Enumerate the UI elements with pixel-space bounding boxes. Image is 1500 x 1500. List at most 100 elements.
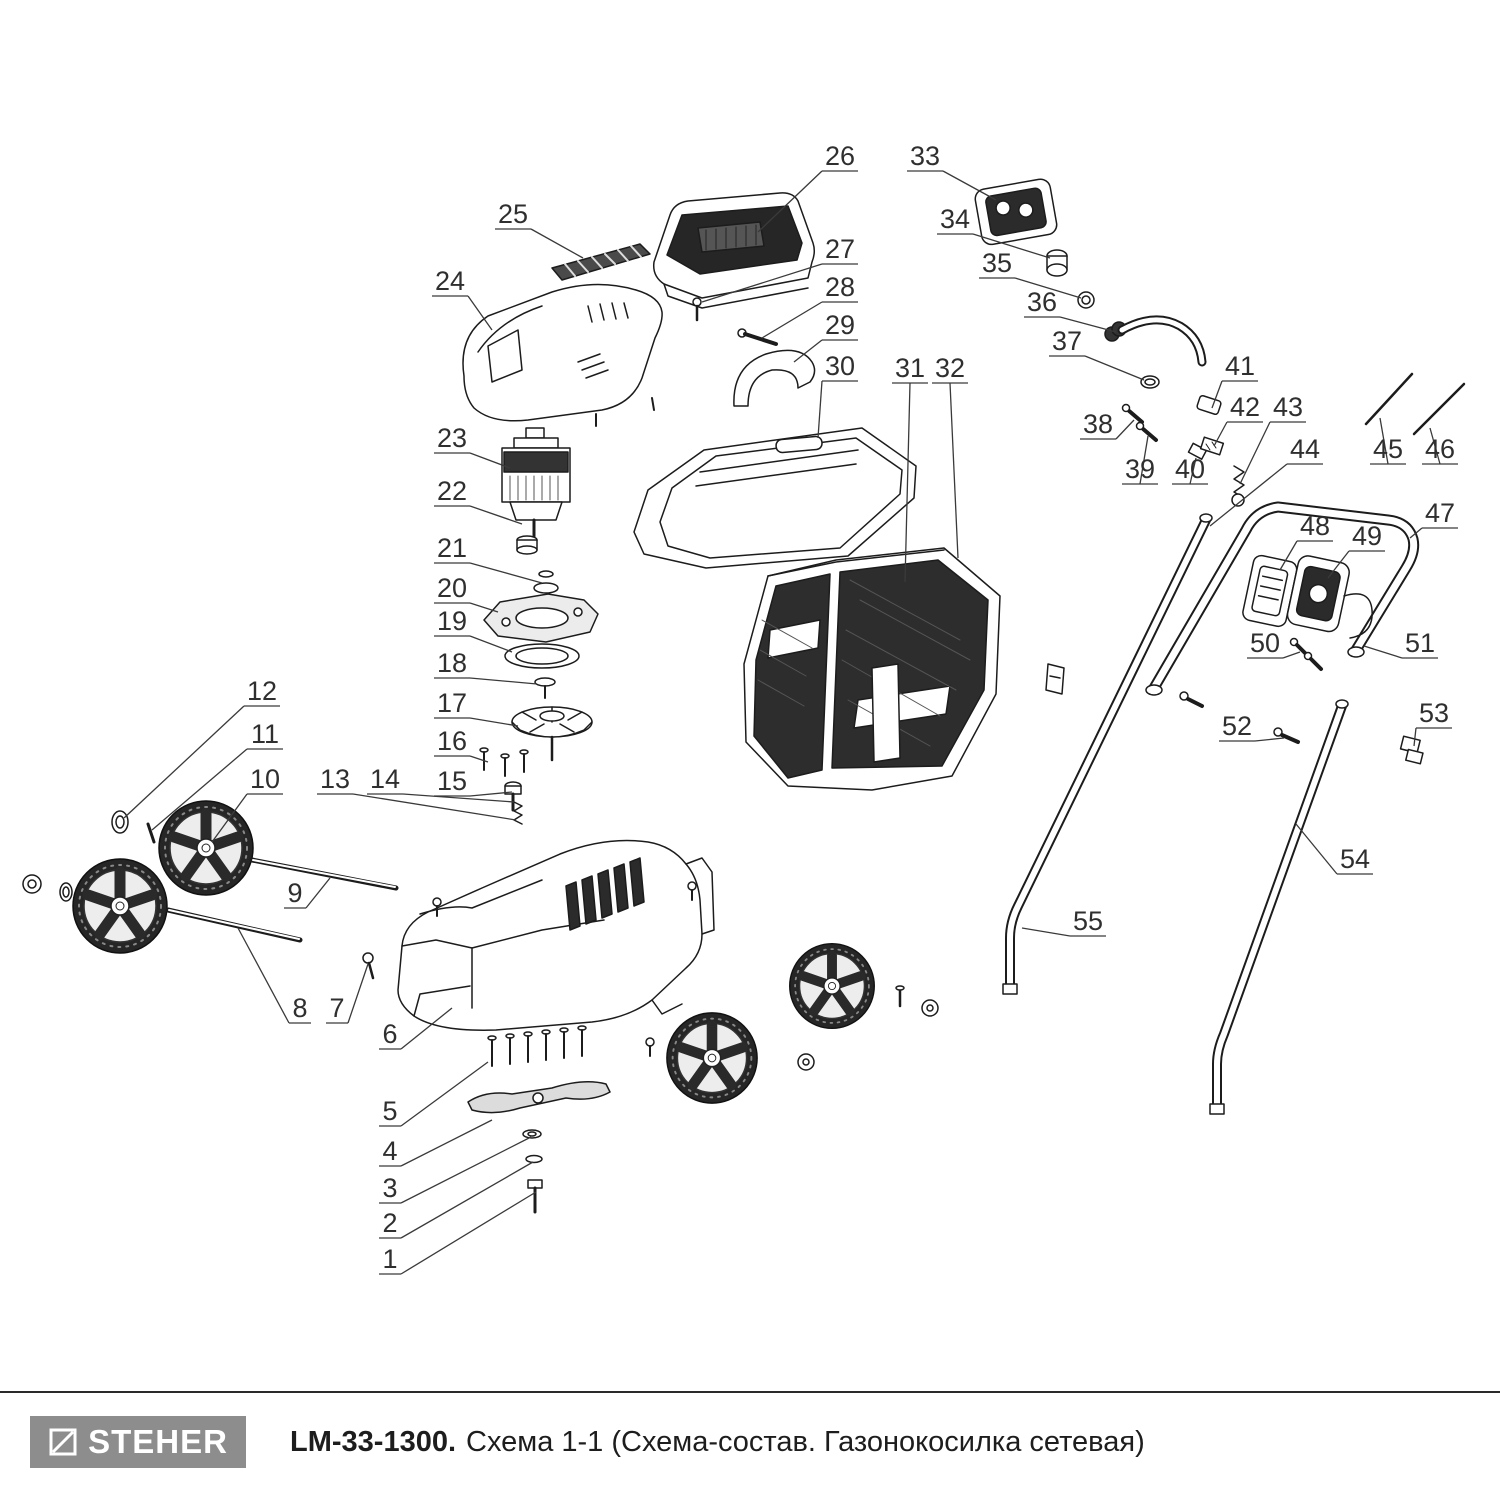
svg-text:21: 21 (437, 533, 467, 563)
svg-text:20: 20 (437, 573, 467, 603)
lower-handle-left-part-44-55 (1002, 513, 1213, 995)
svg-text:41: 41 (1225, 351, 1255, 381)
motor-cover-part (462, 283, 663, 427)
svg-text:48: 48 (1300, 511, 1330, 541)
grass-box-part (743, 547, 1001, 791)
carry-handle-part-29 (733, 349, 816, 407)
motor-part (501, 427, 571, 521)
svg-text:6: 6 (382, 1019, 397, 1049)
part-label-6: 6 (379, 1007, 453, 1050)
svg-text:19: 19 (437, 606, 467, 636)
switch-housing-part-49 (1286, 555, 1350, 633)
part-label-15: 15 (434, 766, 513, 797)
part-label-5: 5 (379, 1061, 489, 1127)
svg-text:40: 40 (1175, 454, 1205, 484)
cable-hook-part-36 (1104, 315, 1207, 367)
part-label-38: 38 (1080, 409, 1135, 440)
steher-logo: STEHER (30, 1416, 246, 1468)
svg-text:9: 9 (287, 878, 302, 908)
part-label-25: 25 (495, 199, 584, 259)
part-label-1: 1 (379, 1191, 537, 1275)
rear-flap-part (633, 427, 917, 569)
svg-text:38: 38 (1083, 409, 1113, 439)
rod-part-45 (1364, 372, 1414, 426)
svg-text:14: 14 (370, 764, 400, 794)
part-label-43: 43 (1239, 392, 1306, 485)
wheel-rear-left (73, 859, 167, 953)
washer-part-18 (534, 677, 556, 699)
part-label-48: 48 (1279, 511, 1333, 571)
svg-text:3: 3 (382, 1173, 397, 1203)
part-label-33: 33 (907, 141, 997, 201)
part-label-39: 39 (1122, 435, 1158, 485)
part-label-49: 49 (1327, 521, 1385, 579)
fan-part-17 (511, 706, 593, 762)
axle-hardware-right (797, 985, 939, 1071)
part-label-55: 55 (1021, 906, 1106, 937)
screw-part-38-39 (1121, 403, 1158, 442)
part-label-10: 10 (211, 764, 283, 843)
part-label-32: 32 (932, 353, 968, 559)
screw-part-7 (362, 952, 375, 980)
part-label-27: 27 (701, 234, 858, 303)
svg-text:15: 15 (437, 766, 467, 796)
part-label-20: 20 (434, 573, 499, 613)
svg-text:18: 18 (437, 648, 467, 678)
washer-part-3 (522, 1129, 542, 1139)
part-label-8: 8 (237, 927, 311, 1024)
steher-logo-icon (48, 1427, 78, 1457)
svg-text:55: 55 (1073, 906, 1103, 936)
block-part-40 (1187, 442, 1208, 460)
shaft-spacer-part-22 (516, 518, 538, 555)
svg-text:1: 1 (382, 1244, 397, 1274)
wheel-front-right (790, 944, 875, 1029)
part-label-53: 53 (1413, 698, 1452, 747)
part-label-51: 51 (1363, 628, 1438, 659)
part-label-54: 54 (1295, 823, 1373, 875)
svg-text:23: 23 (437, 423, 467, 453)
bracket-part-41 (1196, 394, 1222, 416)
part-label-40: 40 (1172, 454, 1208, 485)
part-label-11: 11 (151, 719, 283, 831)
washer-part-2 (525, 1154, 543, 1164)
svg-text:43: 43 (1273, 392, 1303, 422)
svg-text:33: 33 (910, 141, 940, 171)
deck-part (397, 839, 715, 1057)
svg-text:5: 5 (382, 1096, 397, 1126)
axle-part-8 (165, 907, 303, 943)
svg-text:54: 54 (1340, 844, 1370, 874)
svg-text:53: 53 (1419, 698, 1449, 728)
part-label-46: 46 (1422, 427, 1458, 465)
svg-text:44: 44 (1290, 434, 1320, 464)
model-number: LM-33-1300. (290, 1425, 457, 1458)
vent-grille-part (551, 243, 651, 281)
axle-part-9 (249, 857, 399, 891)
mount-plate-part-20 (483, 593, 599, 643)
coupler-part-34 (1046, 249, 1068, 277)
part-label-36: 36 (1024, 287, 1117, 333)
svg-text:16: 16 (437, 726, 467, 756)
upper-handle-part-47 (1145, 501, 1420, 696)
part-label-4: 4 (379, 1119, 493, 1167)
svg-text:29: 29 (825, 310, 855, 340)
part-label-13: 13 (317, 764, 517, 821)
footer: STEHER LM-33-1300.Схема 1-1 (Схема-соста… (30, 1414, 1470, 1470)
svg-text:52: 52 (1222, 711, 1252, 741)
svg-text:51: 51 (1405, 628, 1435, 658)
svg-text:7: 7 (329, 993, 344, 1023)
washer-part-21 (533, 570, 559, 594)
lower-handle-right-part-54 (1209, 699, 1349, 1115)
part-label-22: 22 (434, 476, 523, 525)
part-label-47: 47 (1409, 498, 1458, 539)
part-label-29: 29 (793, 310, 858, 363)
svg-text:4: 4 (382, 1136, 397, 1166)
part-label-17: 17 (434, 688, 519, 727)
part-label-52: 52 (1219, 711, 1285, 742)
svg-text:37: 37 (1052, 326, 1082, 356)
svg-text:39: 39 (1125, 454, 1155, 484)
plate-part-42 (1199, 436, 1225, 456)
svg-text:25: 25 (498, 199, 528, 229)
part-label-37: 37 (1049, 326, 1145, 381)
